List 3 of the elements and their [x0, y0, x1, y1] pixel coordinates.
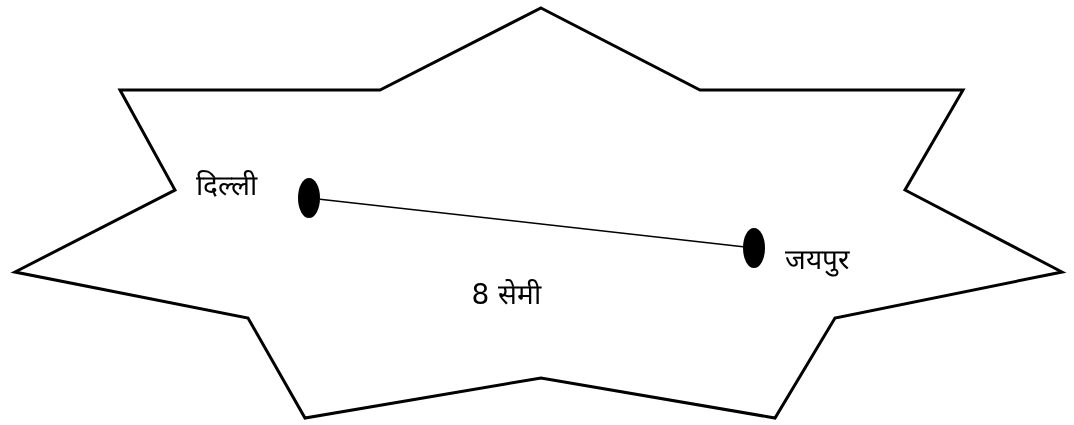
connector-line [319, 198, 744, 248]
star-shape [10, 5, 1067, 423]
city-label: दिल्ली [196, 172, 257, 200]
